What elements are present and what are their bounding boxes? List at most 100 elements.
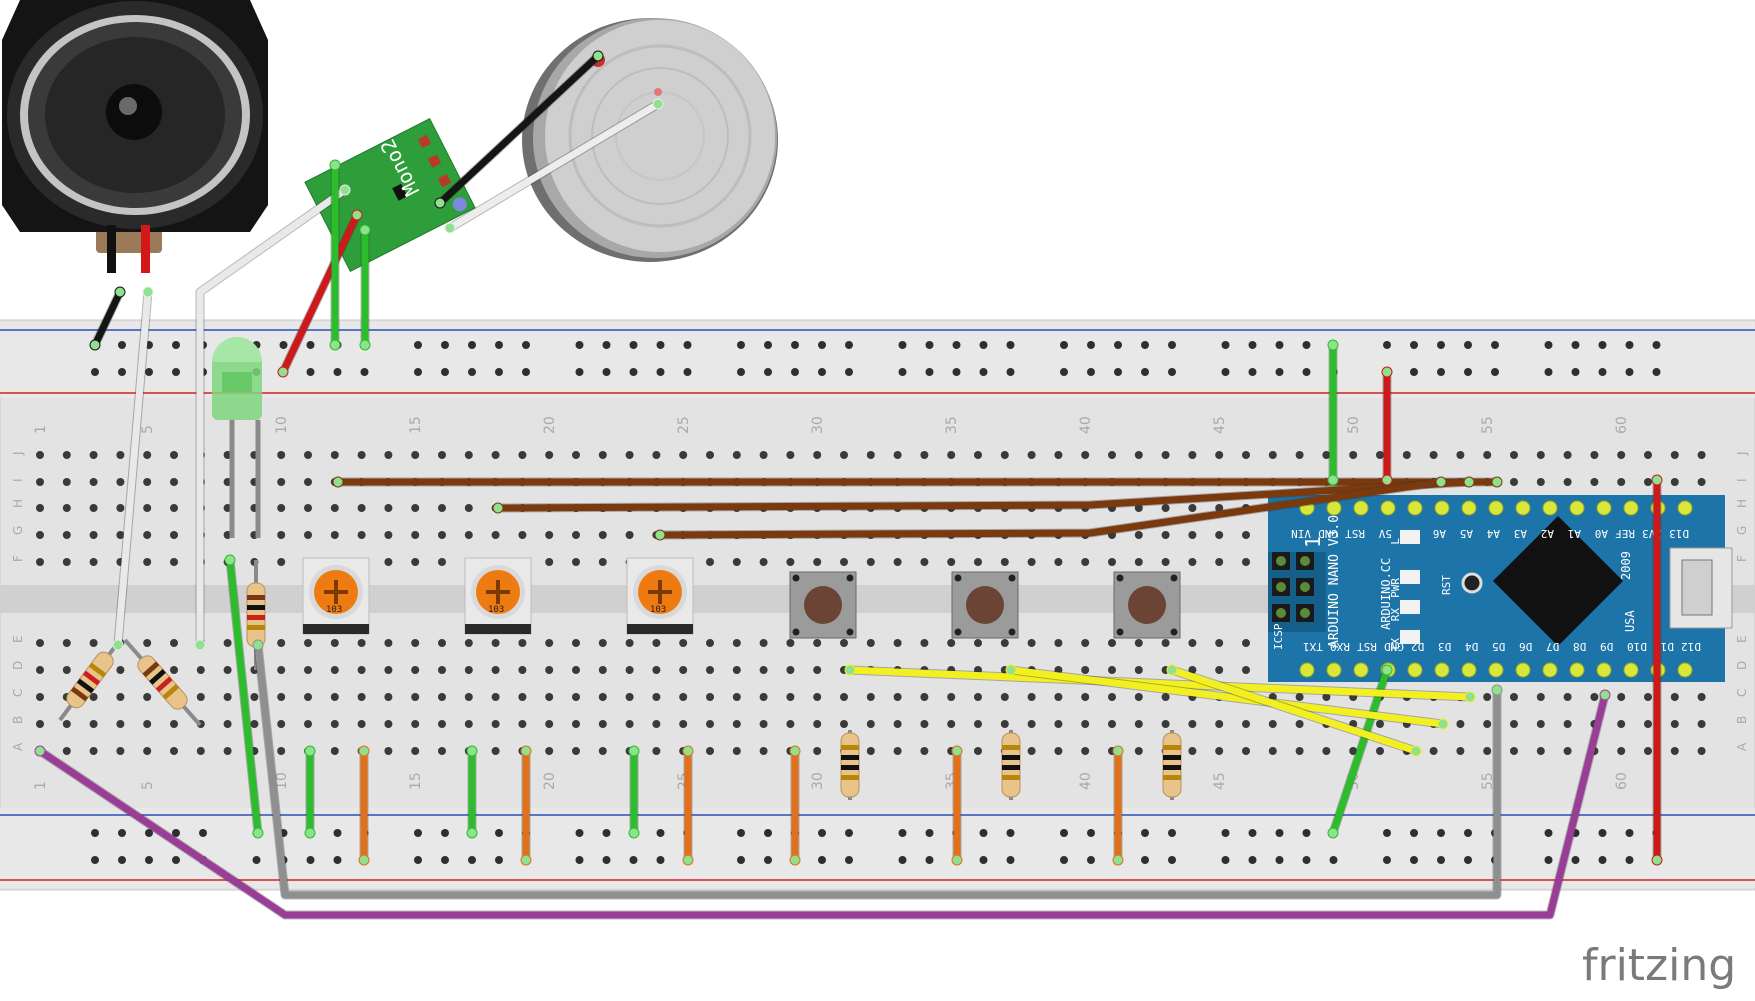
breadboard-hole — [1242, 558, 1250, 566]
nano-top-pin — [1353, 500, 1369, 516]
rail-hole — [118, 368, 126, 376]
rail-hole — [925, 341, 934, 349]
row-letter-label: B — [11, 716, 25, 724]
rail-hole — [1275, 368, 1284, 376]
breadboard-hole — [36, 451, 44, 459]
breadboard-hole — [759, 558, 768, 566]
rail-hole — [172, 856, 180, 864]
top-power-rail — [0, 322, 1755, 398]
wire-end — [1327, 339, 1339, 351]
nano-bottom-pin-label: TX1 — [1303, 640, 1323, 653]
breadboard-hole — [1697, 747, 1706, 755]
breadboard-hole — [89, 558, 98, 566]
nano-bottom-pin-label: D9 — [1600, 640, 1613, 653]
nano-top-pin-label: A6 — [1433, 527, 1446, 540]
breadboard-hole — [572, 451, 580, 459]
wire-end — [789, 745, 801, 757]
breadboard-hole — [947, 720, 956, 728]
rail-hole — [791, 341, 799, 349]
breadboard-hole — [277, 504, 286, 512]
nano-top-pin-label: A4 — [1486, 527, 1500, 540]
breadboard-hole — [411, 451, 420, 459]
wire-end — [252, 827, 264, 839]
column-number-label: 40 — [1078, 772, 1094, 790]
resistor — [1162, 730, 1182, 800]
rail-hole — [1598, 856, 1607, 864]
breadboard-hole — [143, 531, 152, 539]
breadboard-hole — [572, 666, 580, 674]
breadboard-hole — [652, 666, 661, 674]
breadboard-hole — [36, 639, 44, 647]
column-number-label: 45 — [1212, 416, 1228, 434]
breadboard-hole — [759, 639, 768, 647]
rail-hole — [333, 829, 342, 837]
nano-bottom-pin — [1515, 662, 1531, 678]
nano-top-pin-label: D13 — [1669, 527, 1689, 540]
breadboard-hole — [974, 693, 982, 701]
nano-bottom-pin — [1326, 662, 1342, 678]
breadboard-hole — [1483, 720, 1492, 728]
breadboard-hole — [170, 531, 178, 539]
breadboard-hole — [732, 558, 741, 566]
rail-hole — [764, 829, 772, 837]
row-letter-label: J — [11, 451, 25, 456]
rail-hole — [1141, 368, 1149, 376]
rail-hole — [1544, 856, 1553, 864]
breadboard-hole — [170, 478, 178, 486]
breadboard-hole — [1563, 747, 1572, 755]
breadboard-hole — [62, 720, 71, 728]
nano-bottom-pin-label: RX0 — [1330, 640, 1350, 653]
breadboard-hole — [1000, 558, 1009, 566]
breadboard-hole — [1027, 558, 1036, 566]
breadboard-hole — [920, 558, 929, 566]
wire-end — [358, 854, 370, 866]
breadboard-hole — [732, 747, 741, 755]
rail-hole — [1383, 856, 1391, 864]
breadboard-hole — [545, 451, 554, 459]
row-letter-label: E — [11, 635, 25, 643]
breadboard-hole — [1349, 451, 1358, 459]
fritzing-watermark: fritzing — [1582, 940, 1736, 991]
breadboard-hole — [545, 558, 554, 566]
breadboard-hole — [89, 693, 98, 701]
breadboard-hole — [545, 693, 554, 701]
breadboard-hole — [1000, 451, 1009, 459]
breadboard-hole — [1563, 478, 1572, 486]
wire-end — [304, 745, 316, 757]
breadboard-hole — [840, 720, 848, 728]
button-screw — [846, 628, 854, 636]
breadboard-hole — [1644, 451, 1652, 459]
rail-hole — [1625, 368, 1634, 376]
breadboard-hole — [464, 639, 473, 647]
breadboard-hole — [1054, 558, 1063, 566]
rail-hole — [575, 341, 584, 349]
breadboard-hole — [679, 451, 688, 459]
wire-end — [359, 224, 371, 236]
breadboard-hole — [1081, 451, 1090, 459]
breadboard-hole — [813, 666, 822, 674]
wire-end — [444, 222, 456, 234]
breadboard-hole — [1563, 693, 1572, 701]
rail-hole — [172, 341, 180, 349]
green-wire-led — [226, 556, 262, 837]
rail-hole — [845, 341, 853, 349]
button-screw — [1170, 574, 1178, 582]
breadboard-hole — [1215, 504, 1224, 512]
breadboard-hole — [1670, 478, 1679, 486]
breadboard-hole — [1322, 693, 1331, 701]
nano-icsp-header — [1272, 552, 1314, 622]
breadboard-hole — [1536, 451, 1545, 459]
breadboard-hole — [277, 531, 286, 539]
rail-hole — [279, 341, 288, 349]
rail-hole — [1598, 829, 1607, 837]
rail-hole — [306, 856, 315, 864]
wire-end — [951, 854, 963, 866]
breadboard-hole — [1376, 747, 1384, 755]
column-number-label: 25 — [676, 416, 692, 434]
breadboard-hole — [974, 720, 982, 728]
breadboard-hole — [893, 639, 902, 647]
rail-hole — [1006, 856, 1015, 864]
breadboard-hole — [170, 720, 178, 728]
rail-hole — [845, 856, 853, 864]
rail-hole — [1544, 368, 1553, 376]
